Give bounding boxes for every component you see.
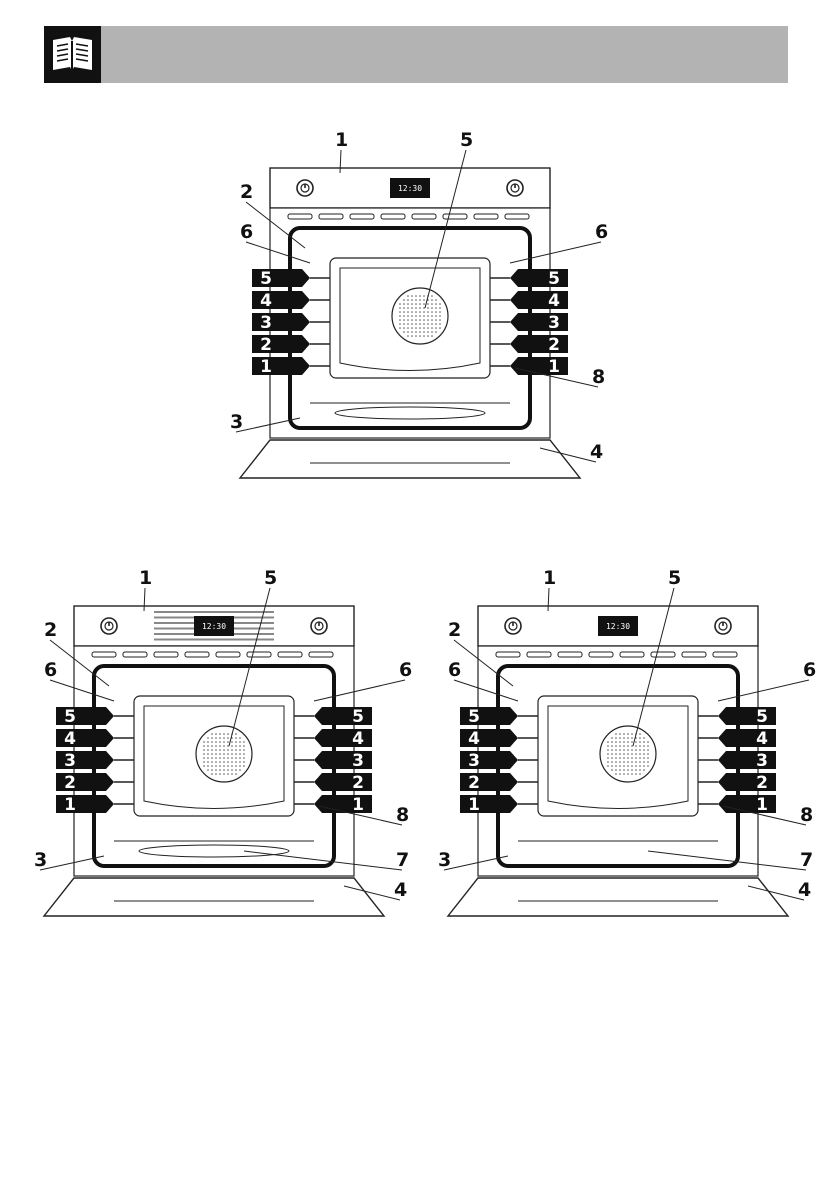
open-book-icon — [44, 26, 101, 83]
shelf-number-left: 2 — [468, 773, 480, 793]
callout-label: 3 — [230, 411, 243, 433]
callout-label: 4 — [798, 879, 811, 901]
shelf-number-left: 1 — [260, 357, 272, 377]
shelf-number-right: 2 — [756, 773, 768, 793]
shelf-number-right: 5 — [352, 707, 364, 727]
callout-label: 1 — [543, 567, 556, 589]
shelf-number-left: 4 — [468, 729, 480, 749]
shelf-number-right: 1 — [548, 357, 560, 377]
display-time: 12:30 — [606, 622, 630, 631]
callout-label: 3 — [34, 849, 47, 871]
fan-icon — [196, 726, 252, 782]
shelf-number-left: 1 — [468, 795, 480, 815]
shelf-number-right: 4 — [352, 729, 364, 749]
callout-label: 6 — [240, 221, 253, 243]
shelf-number-right: 1 — [352, 795, 364, 815]
shelf-number-right: 3 — [548, 313, 560, 333]
fan-icon — [600, 726, 656, 782]
shelf-number-right: 2 — [548, 335, 560, 355]
callout-label: 5 — [460, 129, 473, 151]
callout-label: 5 — [668, 567, 681, 589]
callout-label: 8 — [396, 804, 409, 826]
display-time: 12:30 — [398, 184, 422, 193]
callout-label: 4 — [394, 879, 407, 901]
shelf-number-right: 4 — [548, 291, 560, 311]
shelf-number-left: 3 — [260, 313, 272, 333]
callout-label: 6 — [595, 221, 608, 243]
callout-label: 5 — [264, 567, 277, 589]
shelf-number-left: 5 — [64, 707, 76, 727]
oven-diagram-bottom-right: 12:305544332211123456678 — [418, 566, 818, 926]
oven-door — [240, 440, 580, 478]
shelf-number-right: 1 — [756, 795, 768, 815]
shelf-number-left: 3 — [468, 751, 480, 771]
callout-label: 1 — [139, 567, 152, 589]
callout-label: 7 — [396, 849, 409, 871]
shelf-number-left: 3 — [64, 751, 76, 771]
shelf-number-right: 3 — [756, 751, 768, 771]
oven-door — [448, 878, 788, 916]
display-time: 12:30 — [202, 622, 226, 631]
callout-label: 6 — [44, 659, 57, 681]
shelf-number-left: 2 — [64, 773, 76, 793]
shelf-number-right: 3 — [352, 751, 364, 771]
callout-label: 2 — [240, 181, 253, 203]
shelf-number-left: 5 — [468, 707, 480, 727]
shelf-number-right: 2 — [352, 773, 364, 793]
shelf-number-left: 1 — [64, 795, 76, 815]
callout-label: 7 — [800, 849, 813, 871]
callout-label: 8 — [800, 804, 813, 826]
callout-label: 2 — [44, 619, 57, 641]
oven-diagram-bottom-left: 12:305544332211123456678 — [14, 566, 414, 926]
callout-label: 2 — [448, 619, 461, 641]
callout-label: 6 — [448, 659, 461, 681]
callout-label: 1 — [335, 129, 348, 151]
shelf-number-right: 5 — [548, 269, 560, 289]
shelf-number-left: 2 — [260, 335, 272, 355]
callout-label: 6 — [803, 659, 816, 681]
callout-label: 6 — [399, 659, 412, 681]
callout-label: 3 — [438, 849, 451, 871]
shelf-number-left: 4 — [64, 729, 76, 749]
fan-icon — [392, 288, 448, 344]
callout-label: 4 — [590, 441, 603, 463]
oven-diagram-top: 12:30554433221112345668 — [210, 128, 610, 488]
shelf-number-left: 4 — [260, 291, 272, 311]
oven-door — [44, 878, 384, 916]
header-bar — [44, 26, 788, 83]
callout-label: 8 — [592, 366, 605, 388]
shelf-number-left: 5 — [260, 269, 272, 289]
shelf-number-right: 5 — [756, 707, 768, 727]
shelf-number-right: 4 — [756, 729, 768, 749]
